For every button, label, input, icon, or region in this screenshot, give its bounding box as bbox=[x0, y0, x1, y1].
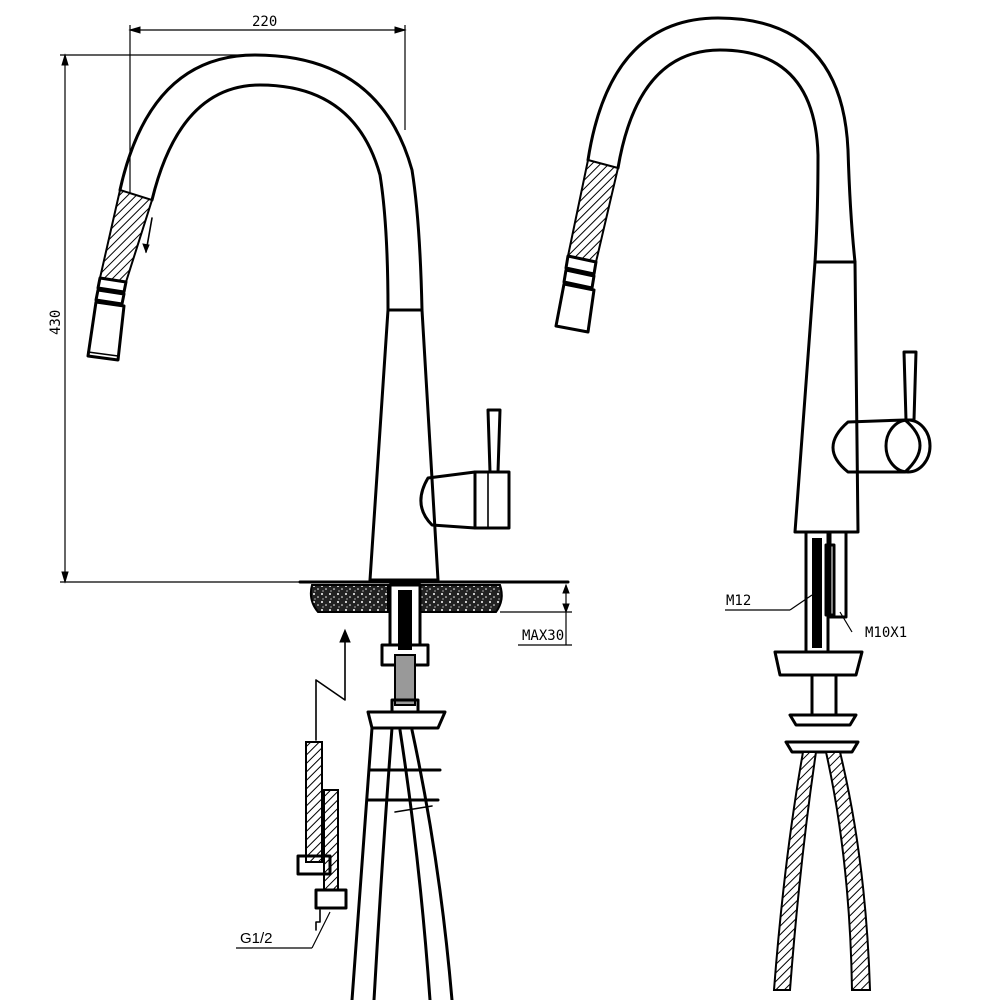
height-dimension-label: 430 bbox=[48, 310, 64, 335]
width-dimension: 220 bbox=[128, 14, 407, 195]
left-faucet-body bbox=[368, 308, 440, 582]
right-pullout-hose bbox=[566, 158, 620, 264]
right-mounting-plates bbox=[773, 650, 864, 754]
hose-thread-label: M10X1 bbox=[865, 625, 907, 641]
right-handle bbox=[831, 350, 932, 474]
right-faucet-body bbox=[793, 260, 860, 534]
left-lower-hoses bbox=[350, 726, 454, 1000]
right-mounting-stud bbox=[804, 530, 848, 654]
left-spout bbox=[118, 53, 424, 312]
height-dimension: 430 bbox=[48, 53, 310, 584]
hose-thread-callout: M10X1 bbox=[839, 611, 907, 641]
stud-thread-callout: M12 bbox=[725, 593, 813, 611]
max-thickness-label: MAX30 bbox=[522, 628, 564, 644]
left-spray-head bbox=[86, 276, 128, 362]
right-lower-hoses bbox=[772, 751, 872, 991]
stud-thread-label: M12 bbox=[726, 593, 751, 609]
install-arrow bbox=[315, 628, 351, 741]
right-spray-head bbox=[554, 254, 598, 334]
max-thickness-dimension: MAX30 bbox=[500, 583, 572, 646]
right-view: M12 M10X1 bbox=[554, 16, 932, 991]
left-countertop bbox=[298, 580, 570, 613]
left-view: 220 430 bbox=[48, 14, 572, 1000]
right-spout bbox=[586, 16, 857, 264]
left-pullout-hose bbox=[98, 188, 154, 284]
left-handle bbox=[419, 408, 511, 530]
inlet-thread-label: G1/2 bbox=[240, 930, 273, 947]
supply-hose bbox=[296, 741, 348, 931]
width-dimension-label: 220 bbox=[252, 14, 277, 30]
inlet-thread-callout: G1/2 bbox=[236, 911, 331, 949]
